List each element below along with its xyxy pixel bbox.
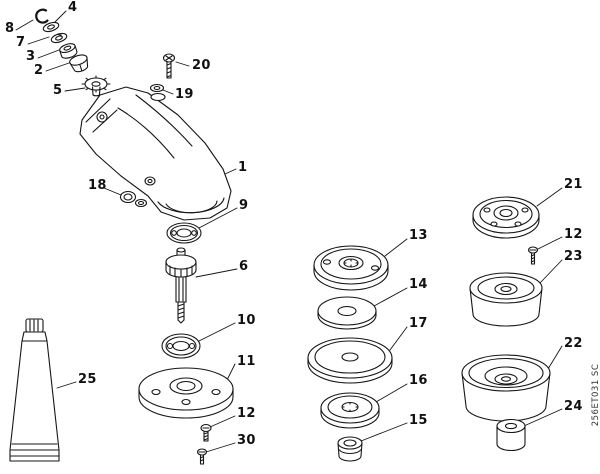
- part-washer-4: [42, 21, 60, 33]
- callout-8: 8: [5, 21, 15, 36]
- callout-7: 7: [16, 35, 26, 50]
- callout-1: 1: [238, 160, 248, 175]
- part-clamp-sleeve-2: [69, 54, 89, 73]
- part-collar-nut-15: [337, 436, 363, 462]
- callout-30: 30: [237, 433, 256, 448]
- part-plug-18: [119, 190, 148, 208]
- callout-20: 20: [192, 58, 211, 73]
- callout-5: 5: [53, 83, 63, 98]
- callout-12-left: 12: [237, 406, 256, 421]
- callout-6: 6: [239, 259, 249, 274]
- callout-11: 11: [237, 354, 256, 369]
- part-gear-housing-1: [79, 86, 232, 221]
- part-bevel-gear-5: [81, 75, 111, 97]
- part-collar-3: [59, 43, 78, 59]
- e-clip-icon: [35, 8, 49, 24]
- callout-19: 19: [175, 87, 194, 102]
- part-bearing-9: [166, 222, 202, 244]
- callout-14: 14: [409, 277, 428, 292]
- callout-10: 10: [237, 313, 256, 328]
- part-dished-washer-17: [307, 337, 393, 384]
- part-thrust-washer-16: [320, 392, 380, 429]
- part-screw-12-left: [200, 423, 212, 442]
- callout-23: 23: [564, 249, 583, 264]
- part-screw-12-right: [527, 246, 539, 265]
- callout-24: 24: [564, 399, 583, 414]
- callout-9: 9: [239, 198, 249, 213]
- part-spacer-24: [496, 418, 526, 452]
- callout-25: 25: [78, 372, 97, 387]
- leader-lines: [15, 10, 563, 453]
- part-screw-30: [196, 448, 208, 465]
- callout-3: 3: [26, 49, 36, 64]
- callout-17: 17: [409, 316, 428, 331]
- part-cup-23: [469, 272, 543, 327]
- callout-18: 18: [88, 178, 107, 193]
- callout-2: 2: [34, 63, 44, 78]
- part-running-plate-22: [461, 354, 551, 422]
- part-gear-shaft-6: [165, 247, 197, 324]
- callout-16: 16: [409, 373, 428, 388]
- callout-12-right: 12: [564, 227, 583, 242]
- callout-21: 21: [564, 177, 583, 192]
- figure-code: 256ET031 SC: [591, 363, 600, 427]
- part-grease-tube-25: [9, 318, 60, 462]
- callout-13: 13: [409, 228, 428, 243]
- callout-4: 4: [68, 0, 78, 15]
- part-bearing-10: [161, 333, 201, 359]
- part-spring-washer-7: [50, 32, 68, 44]
- part-washer-19: [149, 83, 165, 93]
- part-pressure-plate-13: [313, 245, 389, 291]
- part-cover-plate-21: [472, 196, 540, 239]
- callout-15: 15: [409, 413, 428, 428]
- part-washer-14: [317, 296, 377, 330]
- callout-22: 22: [564, 336, 583, 351]
- part-flange-plate-11: [138, 367, 234, 419]
- part-screw-20: [162, 53, 176, 79]
